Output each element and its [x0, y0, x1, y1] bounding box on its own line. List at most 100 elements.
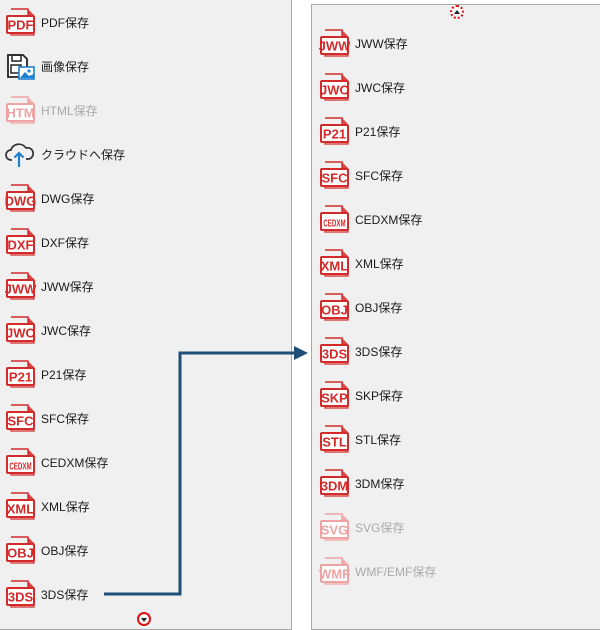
menu-item-label: DXF保存 [41, 235, 90, 250]
menu-item-xml保存[interactable]: XML XML保存 [318, 247, 404, 279]
menu-item-label: SVG保存 [355, 520, 405, 535]
file-cedxm-icon: CEDXM [4, 446, 36, 478]
file-sfc-icon: SFC [318, 159, 350, 191]
menu-item-sfc保存[interactable]: SFC SFC保存 [318, 159, 403, 191]
menu-item-label: JWW保存 [355, 36, 408, 51]
file-xml-icon: XML [4, 490, 36, 522]
file-obj-icon: OBJ [4, 534, 36, 566]
menu-item-label: STL保存 [355, 432, 402, 447]
svg-text:CEDXM: CEDXM [9, 460, 31, 472]
menu-item-html保存: HTM HTML保存 [4, 94, 98, 126]
menu-item-label: CEDXM保存 [41, 455, 109, 470]
menu-item-クラウドへ保存[interactable]: クラウドへ保存 [4, 138, 125, 170]
menu-item-label: DWG保存 [41, 191, 95, 206]
svg-text:OBJ: OBJ [321, 303, 348, 318]
file-p21-icon: P21 [4, 358, 36, 390]
menu-item-label: PDF保存 [41, 15, 90, 30]
file-sfc-icon: SFC [4, 402, 36, 434]
svg-text:SFC: SFC [8, 414, 35, 429]
file-jww-icon: JWW [318, 27, 350, 59]
svg-text:3DS: 3DS [322, 347, 348, 362]
menu-item-label: WMF/EMF保存 [355, 564, 437, 579]
menu-item-label: OBJ保存 [355, 300, 403, 315]
image-save-icon [4, 50, 36, 82]
svg-text:STL: STL [322, 435, 347, 450]
file-cedxm-icon: CEDXM [318, 203, 350, 235]
svg-text:JWW: JWW [5, 282, 36, 297]
file-jwc-icon: JWC [318, 71, 350, 103]
svg-text:XML: XML [7, 502, 35, 517]
svg-text:WMF: WMF [319, 567, 350, 582]
svg-text:JWW: JWW [319, 39, 350, 54]
menu-item-label: JWC保存 [355, 80, 405, 95]
file-dxf-icon: DXF [4, 226, 36, 258]
menu-item-画像保存[interactable]: 画像保存 [4, 50, 89, 82]
file-xml-icon: XML [318, 247, 350, 279]
menu-item-cedxm保存[interactable]: CEDXM CEDXM保存 [4, 446, 108, 478]
file-html-icon: HTM [4, 94, 36, 126]
menu-item-skp保存[interactable]: SKP SKP保存 [318, 379, 403, 411]
menu-item-stl保存[interactable]: STL STL保存 [318, 423, 401, 455]
svg-text:DXF: DXF [8, 238, 34, 253]
menu-item-dwg保存[interactable]: DWG DWG保存 [4, 182, 94, 214]
menu-item-wmf-emf保存: WMF WMF/EMF保存 [318, 555, 436, 587]
svg-text:3DS: 3DS [8, 590, 34, 605]
file-jww-icon: JWW [4, 270, 36, 302]
svg-text:XML: XML [321, 259, 349, 274]
menu-item-3ds保存[interactable]: 3DS 3DS保存 [4, 578, 88, 610]
menu-item-3ds保存[interactable]: 3DS 3DS保存 [318, 335, 402, 367]
file-3ds-icon: 3DS [4, 578, 36, 610]
file-skp-icon: SKP [318, 379, 350, 411]
menu-item-label: HTML保存 [41, 103, 98, 118]
svg-text:HTM: HTM [6, 106, 34, 121]
menu-item-obj保存[interactable]: OBJ OBJ保存 [318, 291, 402, 323]
menu-item-sfc保存[interactable]: SFC SFC保存 [4, 402, 89, 434]
menu-item-obj保存[interactable]: OBJ OBJ保存 [4, 534, 88, 566]
cloud-upload-icon [4, 138, 36, 170]
scroll-up-button[interactable] [450, 5, 464, 19]
menu-item-label: クラウドへ保存 [41, 147, 126, 162]
svg-text:JWC: JWC [320, 83, 350, 98]
file-p21-icon: P21 [318, 115, 350, 147]
menu-item-label: P21保存 [41, 367, 87, 382]
scroll-down-button[interactable] [137, 612, 151, 626]
file-dwg-icon: DWG [4, 182, 36, 214]
right-save-menu [311, 4, 600, 630]
file-3ds-icon: 3DS [318, 335, 350, 367]
menu-item-3dm保存[interactable]: 3DM 3DM保存 [318, 467, 404, 499]
file-pdf-icon: PDF [4, 6, 36, 38]
menu-item-jww保存[interactable]: JWW JWW保存 [4, 270, 94, 302]
menu-item-dxf保存[interactable]: DXF DXF保存 [4, 226, 89, 258]
file-stl-icon: STL [318, 423, 350, 455]
file-3dm-icon: 3DM [318, 467, 350, 499]
file-wmf-icon: WMF [318, 555, 350, 587]
menu-item-p21保存[interactable]: P21 P21保存 [318, 115, 400, 147]
menu-item-cedxm保存[interactable]: CEDXM CEDXM保存 [318, 203, 422, 235]
svg-text:SVG: SVG [321, 523, 348, 538]
chevron-down-icon [141, 617, 147, 622]
svg-text:P21: P21 [9, 370, 32, 385]
svg-text:P21: P21 [323, 127, 346, 142]
svg-text:JWC: JWC [6, 326, 36, 341]
menu-item-label: JWC保存 [41, 323, 91, 338]
menu-item-xml保存[interactable]: XML XML保存 [4, 490, 90, 522]
svg-text:SKP: SKP [321, 391, 348, 406]
svg-text:PDF: PDF [8, 18, 34, 33]
menu-item-p21保存[interactable]: P21 P21保存 [4, 358, 86, 390]
svg-text:3DM: 3DM [321, 479, 348, 494]
menu-item-label: JWW保存 [41, 279, 94, 294]
menu-item-label: OBJ保存 [41, 543, 89, 558]
svg-text:CEDXM: CEDXM [323, 217, 345, 229]
menu-item-pdf保存[interactable]: PDF PDF保存 [4, 6, 89, 38]
menu-item-svg保存: SVG SVG保存 [318, 511, 404, 543]
chevron-up-icon [454, 9, 460, 14]
menu-item-label: CEDXM保存 [355, 212, 423, 227]
menu-item-jwc保存[interactable]: JWC JWC保存 [318, 71, 405, 103]
menu-item-jww保存[interactable]: JWW JWW保存 [318, 27, 408, 59]
menu-item-label: XML保存 [41, 499, 90, 514]
menu-item-jwc保存[interactable]: JWC JWC保存 [4, 314, 91, 346]
file-jwc-icon: JWC [4, 314, 36, 346]
file-obj-icon: OBJ [318, 291, 350, 323]
menu-item-label: 3DM保存 [355, 476, 405, 491]
menu-item-label: SFC保存 [41, 411, 90, 426]
